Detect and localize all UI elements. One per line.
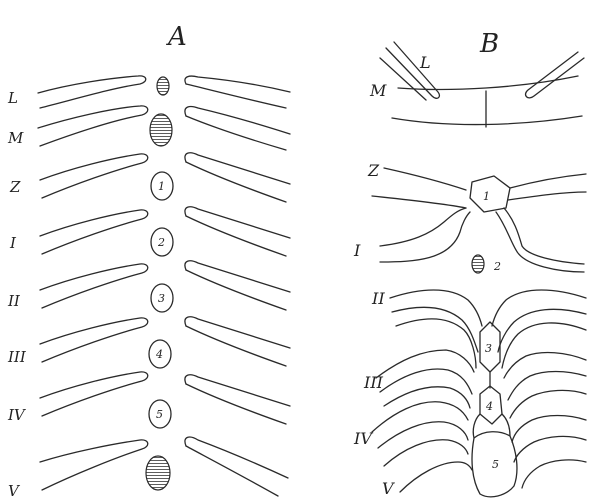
vertebra-5-number: 5 [492, 458, 499, 471]
panel-a-row: M [7, 106, 290, 150]
label-I: I [353, 241, 361, 260]
row-label: I [9, 234, 17, 252]
panel-a-row: III 4 [7, 317, 290, 368]
panel-a: L M Z 1 I 2 [7, 76, 290, 500]
vertebra-number: 2 [157, 236, 165, 249]
panel-a-row: V [8, 437, 288, 500]
panel-a-row: L [7, 76, 290, 108]
label-L: L [419, 53, 431, 72]
row-label: M [7, 129, 24, 147]
rib-right-M [526, 52, 584, 98]
row-label: III [7, 348, 27, 366]
vertebra-number: 1 [158, 180, 165, 193]
vertebra-3-number: 3 [485, 342, 492, 355]
panel-a-row: I 2 [9, 207, 290, 256]
row-label: Z [9, 178, 21, 196]
label-IV: IV [353, 429, 373, 448]
row-label: II [7, 292, 21, 310]
vertebra-hatched [146, 456, 170, 490]
row-label: L [7, 89, 18, 107]
label-III: III [363, 373, 384, 392]
right-rib [185, 76, 290, 92]
panel-a-title: A [166, 22, 187, 52]
left-rib [38, 76, 146, 108]
label-V: V [382, 479, 395, 498]
vertebra-1-number: 1 [483, 190, 490, 203]
vertebra-hatched [157, 77, 169, 95]
vertebra-number: 3 [158, 292, 165, 305]
vertebra-number: 4 [155, 348, 163, 361]
panel-a-row: IV 5 [7, 372, 290, 428]
panel-b-title: B [479, 29, 499, 59]
label-II: II [371, 289, 385, 308]
arch-lower [392, 116, 582, 125]
label-M: M [369, 81, 387, 100]
label-Z: Z [367, 161, 380, 180]
vertebra-number: 5 [156, 408, 163, 421]
vertebra-1 [470, 176, 510, 212]
vertebra-2 [472, 255, 484, 273]
panel-b: L M Z I 1 2 II III IV V [353, 42, 586, 498]
vertebra-4-number: 4 [485, 400, 493, 413]
vertebra-2-number: 2 [493, 260, 501, 273]
vertebra-hatched [150, 114, 172, 146]
row-label: IV [7, 406, 27, 424]
row-label: V [8, 482, 21, 500]
panel-a-row: II 3 [7, 261, 290, 312]
panel-a-row: Z 1 [9, 153, 290, 202]
